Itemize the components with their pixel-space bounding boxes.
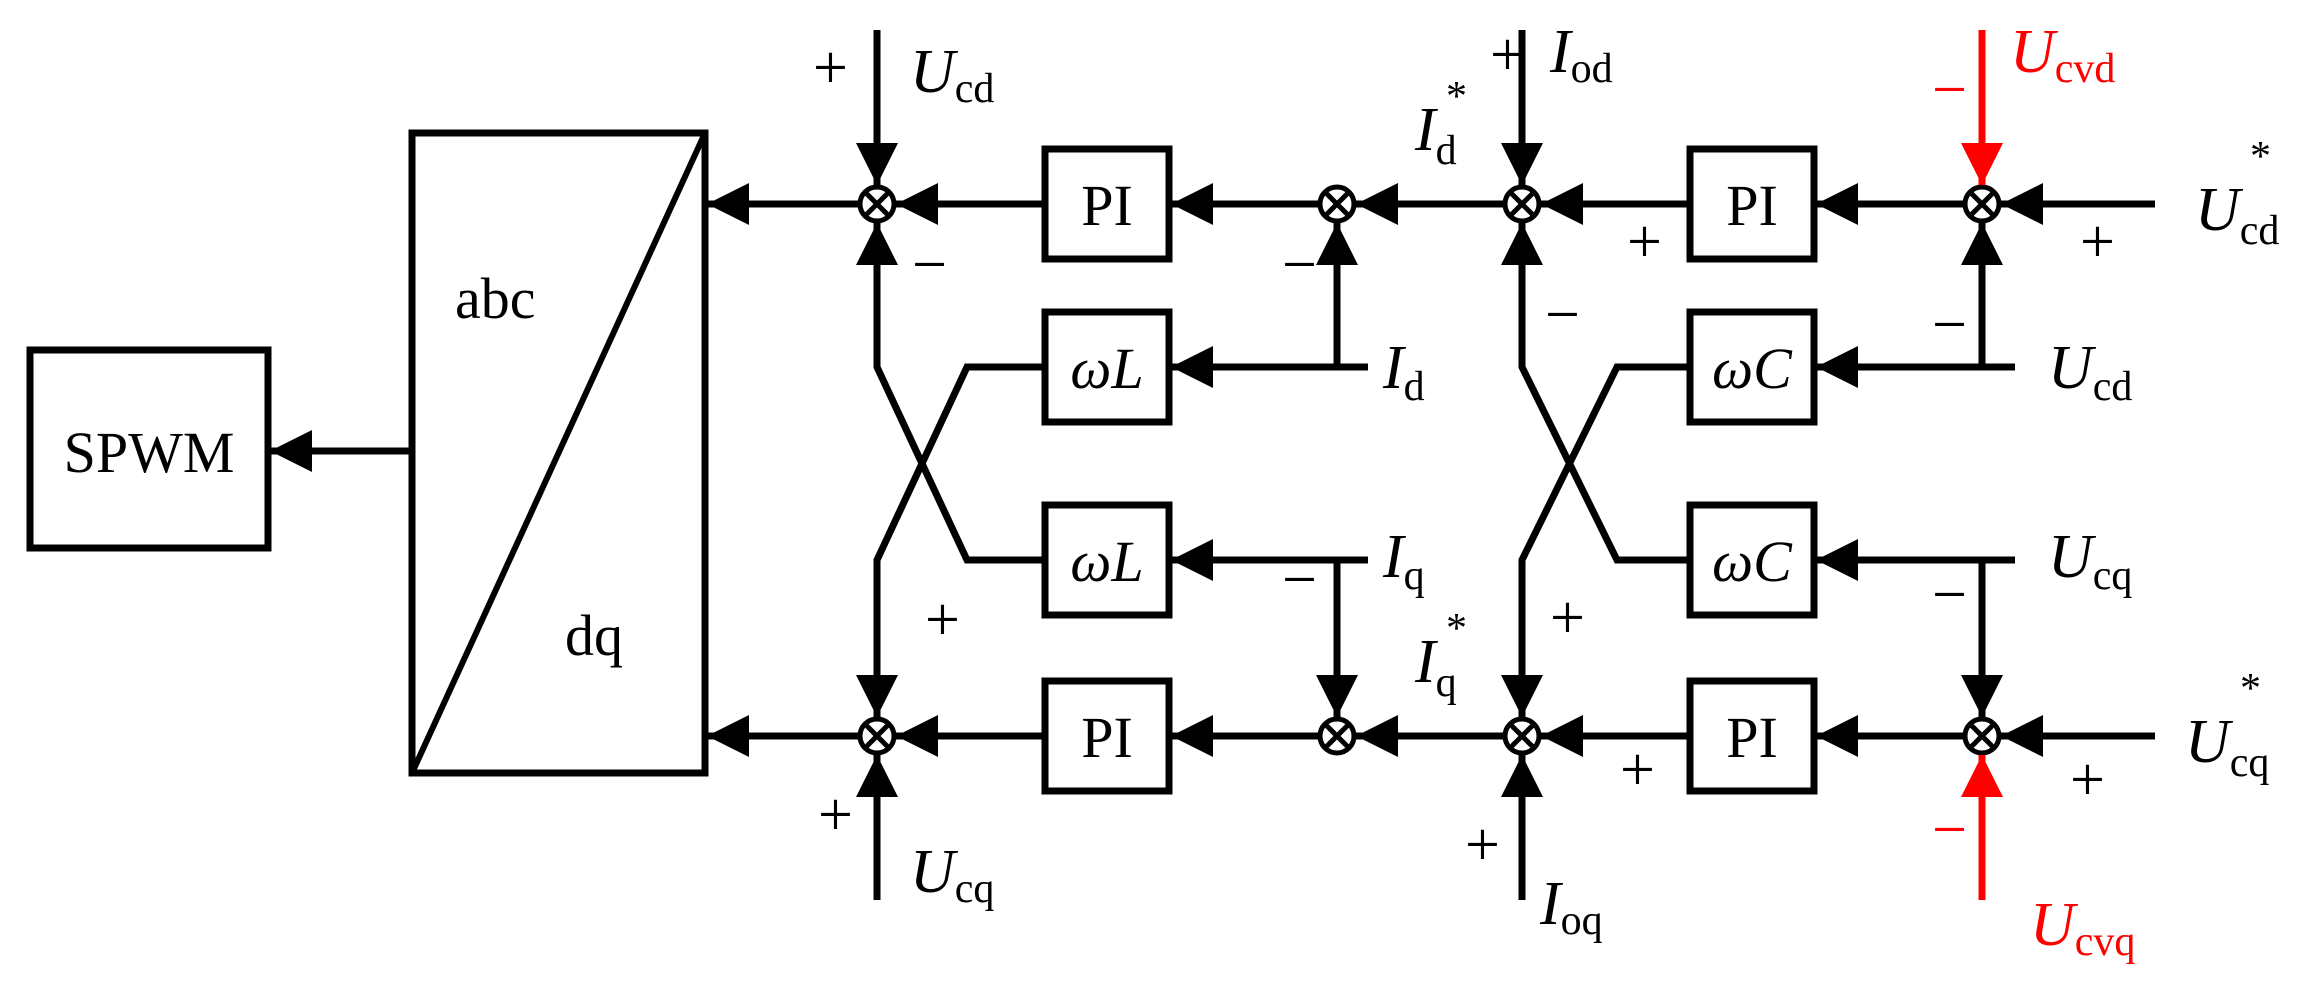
ucvq-label: Ucvq (2030, 891, 2135, 965)
omega-c-lower-block: ωC (1686, 501, 1818, 619)
svg-text:+: + (818, 781, 853, 849)
sum-junction-id-error (1317, 184, 1357, 224)
omega-c-upper-block: ωC (1686, 308, 1818, 426)
svg-text:ωC: ωC (1712, 529, 1793, 594)
svg-text:+: + (1465, 811, 1500, 879)
svg-text:PI: PI (1726, 173, 1778, 238)
svg-text:ωC: ωC (1712, 336, 1793, 401)
sum-junction-iq-ref (1502, 716, 1542, 756)
sum-junction-uq (857, 716, 897, 756)
ucq-feedback-label: Ucq (2048, 523, 2132, 599)
svg-text:+: + (1550, 584, 1585, 652)
omega-l-lower-block: ωL (1041, 501, 1173, 619)
id-ref-star: * (1446, 74, 1467, 120)
signal-labels: Ucd Ucq Iod Ioq Ucvd Ucvq Ucd * Ucq * Id… (910, 18, 2279, 965)
sum-junction-iq-error (1317, 716, 1357, 756)
svg-text:−: − (912, 231, 947, 299)
id-ref-label: Id (1414, 96, 1457, 174)
abc-label: abc (455, 266, 536, 331)
spwm-label: SPWM (64, 420, 235, 485)
svg-text:ωL: ωL (1070, 529, 1143, 594)
ioq-label: Ioq (1539, 870, 1603, 944)
svg-text:ωL: ωL (1070, 336, 1143, 401)
svg-text:−: − (1932, 796, 1967, 864)
svg-text:−: − (1932, 291, 1967, 359)
svg-text:+: + (2070, 746, 2105, 814)
ucd-ref-star: * (2250, 134, 2271, 180)
ucq-ref-star: * (2240, 666, 2261, 712)
svg-text:−: − (1282, 231, 1317, 299)
svg-text:+: + (1490, 21, 1525, 89)
ucq-bottom-label: Ucq (910, 838, 994, 912)
id-label: Id (1382, 334, 1425, 410)
sum-junction-ud (857, 184, 897, 224)
svg-text:−: − (1282, 546, 1317, 614)
svg-text:−: − (1932, 56, 1967, 124)
signal-lines (270, 30, 2155, 900)
svg-text:PI: PI (1081, 705, 1133, 770)
ucd-feedback-label: Ucd (2048, 334, 2132, 410)
svg-text:+: + (925, 586, 960, 654)
ucvd-label: Ucvd (2010, 18, 2115, 92)
iq-ref-star: * (1446, 606, 1467, 652)
svg-text:+: + (2080, 208, 2115, 276)
svg-text:+: + (1620, 736, 1655, 804)
iod-label: Iod (1549, 18, 1613, 92)
iq-ref-label: Iq (1414, 628, 1457, 706)
svg-text:−: − (1545, 281, 1580, 349)
omega-l-upper-block: ωL (1041, 308, 1173, 426)
svg-text:PI: PI (1081, 173, 1133, 238)
transform-diagonal (409, 131, 708, 775)
iq-label: Iq (1382, 523, 1425, 599)
ucq-ref-label: Ucq (2185, 708, 2269, 786)
pi-current-d-block: PI (1041, 145, 1173, 263)
abc-dq-transform-block: abc dq (408, 129, 709, 777)
svg-text:−: − (1932, 561, 1967, 629)
dq-label: dq (565, 603, 623, 668)
ucd-top-label: Ucd (910, 38, 994, 112)
sum-junction-ucq-error (1962, 716, 2002, 756)
pi-voltage-q-block: PI (1686, 677, 1818, 795)
sum-junction-ucd-error (1962, 184, 2002, 224)
pi-voltage-d-block: PI (1686, 145, 1818, 263)
svg-text:+: + (813, 34, 848, 102)
pi-current-q-block: PI (1041, 677, 1173, 795)
svg-text:PI: PI (1726, 705, 1778, 770)
spwm-block: SPWM (26, 346, 272, 552)
sum-junction-id-ref (1502, 184, 1542, 224)
ucd-ref-label: Ucd (2195, 176, 2279, 254)
svg-text:+: + (1627, 208, 1662, 276)
sign-labels: + − + + − − + − + + + + − − − − + + (813, 21, 2115, 879)
